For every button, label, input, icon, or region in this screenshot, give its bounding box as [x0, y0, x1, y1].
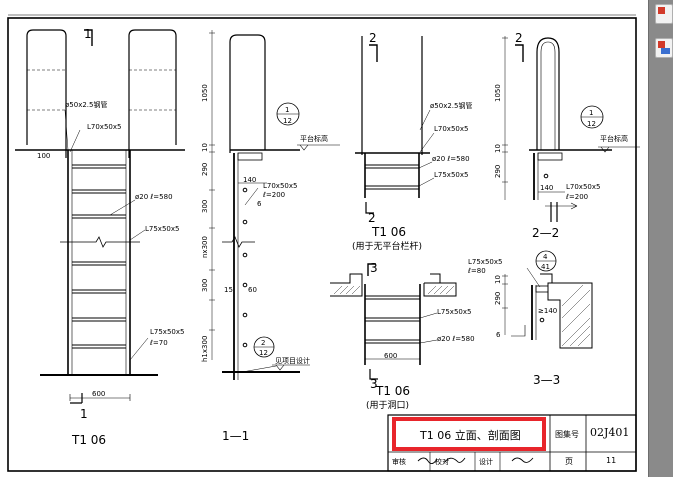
- variant-2-view: [355, 36, 435, 214]
- variant-3-view: [330, 263, 457, 380]
- dim-290: 290: [201, 163, 209, 176]
- section-2-2: [502, 36, 640, 222]
- variant-2-bottom-mark: 2: [368, 211, 376, 225]
- page-number: 11: [606, 456, 617, 465]
- dim-height-1050: 1050: [201, 84, 209, 102]
- dim-2-1050: 1050: [494, 84, 502, 102]
- elevation-bottom-mark: 1: [80, 407, 88, 421]
- elevation-offset: 100: [37, 152, 50, 160]
- elevation-section-mark: 1: [84, 27, 92, 41]
- elevation-name: T1 06: [71, 433, 106, 447]
- variant-3-name: T1 06: [375, 384, 410, 398]
- section-3-3-dims: 10 290 ≥140 6: [494, 275, 557, 339]
- elevation-side-angle: L75x50x5: [145, 225, 179, 233]
- drawing-sheet: [0, 0, 648, 477]
- dim-2-140: 140: [540, 184, 553, 192]
- section-3-3-name: 3—3: [533, 373, 560, 387]
- elevation-view: [15, 29, 185, 404]
- dim-h1x300: h1x300: [201, 336, 209, 362]
- page-label: 页: [565, 457, 573, 466]
- dim-3-6: 6: [496, 331, 501, 339]
- dim-140: 140: [243, 176, 256, 184]
- dim-15: 15: [224, 286, 233, 294]
- section-1-1-gap: 6: [257, 200, 262, 208]
- title-highlight-box: [392, 417, 546, 451]
- section-1-1-detail-bottom: 12: [283, 117, 292, 125]
- dim-2-10: 10: [494, 144, 502, 153]
- section-2-2-detail-bottom: 12: [587, 120, 596, 128]
- variant-2-pipe-note: ø50x2.5钢管: [430, 101, 472, 110]
- variant-3-width: 600: [384, 352, 397, 360]
- elevation-angle-top: L70x50x5: [87, 123, 121, 131]
- project-detail-top: 2: [261, 339, 265, 347]
- variant-2-name: T1 06: [371, 225, 406, 239]
- section-3-3-angle: L75x50x5: [468, 258, 502, 266]
- dim-3-140: ≥140: [538, 307, 557, 315]
- dim-3-290: 290: [494, 292, 502, 305]
- section-1-1-platform: 平台标高: [300, 134, 328, 143]
- section-2-2-detail-top: 1: [589, 109, 593, 117]
- section-2-2-angle-len: ℓ=200: [565, 193, 588, 201]
- section-2-2-mark: 2: [515, 31, 523, 45]
- section-3-3-detail-top: 4: [543, 253, 548, 261]
- variant-2-side-angle: L75x50x5: [434, 171, 468, 179]
- section-1-1-name: 1—1: [222, 429, 249, 443]
- set-number: 02J401: [590, 426, 630, 439]
- dim-3-10: 10: [494, 275, 502, 284]
- section-1-1-angle-len: ℓ=200: [262, 191, 285, 199]
- elevation-bottom-angle: L75x50x5: [150, 328, 184, 336]
- project-detail-bottom: 12: [259, 349, 268, 357]
- section-3-3-detail-bottom: 41: [541, 263, 550, 271]
- variant-2-rung: ø20 ℓ=580: [432, 155, 470, 163]
- viewer-sidebar: [648, 0, 673, 477]
- dim-nx300: nx300: [201, 236, 209, 258]
- design-label: 设计: [479, 458, 493, 466]
- elevation-width: 600: [92, 390, 105, 398]
- variant-2-angle-top: L70x50x5: [434, 125, 468, 133]
- dim-2-290: 290: [494, 165, 502, 178]
- project-note: 见项目设计: [275, 356, 310, 365]
- review-label: 审核: [392, 458, 406, 466]
- dim-60: 60: [248, 286, 257, 294]
- section-1-1-angle: L70x50x5: [263, 182, 297, 190]
- section-3-3-angle-len: ℓ=80: [467, 267, 486, 275]
- check-label: 校对: [435, 458, 449, 466]
- elevation-rung: ø20 ℓ=580: [135, 193, 173, 201]
- variant-2-section-mark: 2: [369, 31, 377, 45]
- variant-2-caption: (用于无平台栏杆): [352, 240, 422, 252]
- section-1-1: [209, 30, 340, 380]
- section-2-2-platform: 平台标高: [600, 134, 628, 143]
- dim-10: 10: [201, 143, 209, 152]
- title-block: [387, 414, 637, 472]
- elevation-pipe-note: ø50x2.5钢管: [65, 100, 107, 109]
- set-label: 图集号: [555, 430, 579, 439]
- section-3-3: [502, 250, 593, 349]
- dim-300: 300: [201, 200, 209, 213]
- section-2-2-dims: 1050 10 290 140: [494, 84, 553, 192]
- variant-3-rung: ø20 ℓ=580: [437, 335, 475, 343]
- section-1-1-detail-top: 1: [285, 106, 289, 114]
- variant-3-caption: (用于洞口): [366, 400, 409, 411]
- elevation-bottom-len: ℓ=70: [149, 339, 168, 347]
- pdf-tool-icon[interactable]: [655, 4, 673, 24]
- variant-3-side-angle: L75x50x5: [437, 308, 471, 316]
- variant-3-section-mark: 3: [370, 261, 378, 275]
- export-tool-icon[interactable]: [655, 38, 673, 58]
- section-1-1-dims: 1050 10 290 300 nx300 300 h1x300 140 15 …: [201, 84, 257, 362]
- variant-3-bottom-mark: 3: [370, 377, 378, 391]
- ladder-drawing: 1 ø50x2.5钢管 L70x50x5 100 ø20 ℓ=580 L75x5…: [7, 14, 640, 472]
- sheet-title: T1 06 立面、剖面图: [420, 429, 521, 442]
- section-2-2-angle: L70x50x5: [566, 183, 600, 191]
- dim-300-b: 300: [201, 279, 209, 292]
- section-2-2-name: 2—2: [532, 226, 559, 240]
